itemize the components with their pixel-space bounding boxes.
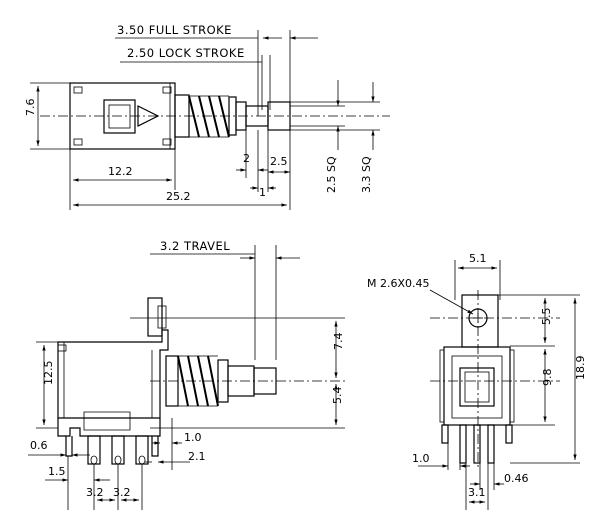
side-12-5-label: 12.5 <box>42 361 55 386</box>
end-3-1-label: 3.1 <box>468 486 486 499</box>
side-1-0-label: 1.0 <box>184 431 202 444</box>
height-7-6-label: 7.6 <box>24 99 37 117</box>
side-3-2a-label: 3.2 <box>86 486 104 499</box>
full-stroke-label: 3.50 FULL STROKE <box>117 23 232 37</box>
end-9-8-label: 9.8 <box>541 369 554 387</box>
top-button-square <box>103 99 136 134</box>
screw-size-label: M 2.6X0.45 <box>367 277 430 290</box>
lock-stroke-label: 2.50 LOCK STROKE <box>127 46 245 60</box>
spring-top <box>188 95 230 138</box>
end-plunger <box>459 367 495 407</box>
top-view: 3.50 FULL STROKE 2.50 LOCK STROKE 7.6 12… <box>24 23 390 210</box>
sq-3-3-label: 3.3 SQ <box>360 156 373 193</box>
side-2-1-label: 2.1 <box>188 450 206 463</box>
side-5-4-label: 5.4 <box>331 387 344 405</box>
dim-2-label: 2 <box>243 152 250 165</box>
width-12-2-label: 12.2 <box>108 165 133 178</box>
screw-tab <box>461 294 499 348</box>
end-18-9-label: 18.9 <box>574 356 587 381</box>
side-view: 3.2 TRAVEL <box>28 239 345 510</box>
side-3-2b-label: 3.2 <box>113 486 131 499</box>
width-25-2-label: 25.2 <box>166 190 191 203</box>
side-1-5-label: 1.5 <box>48 465 66 478</box>
side-0-6-label: 0.6 <box>30 439 48 452</box>
side-pins <box>65 435 159 465</box>
travel-label: 3.2 TRAVEL <box>160 239 230 253</box>
dim-2-5-label: 2.5 <box>270 155 288 168</box>
end-0-46-label: 0.46 <box>504 472 529 485</box>
sq-2-5-label: 2.5 SQ <box>325 156 338 193</box>
end-5-1-label: 5.1 <box>469 252 487 265</box>
end-view: M 2.6X0.45 5.1 5.5 9.8 18.9 1.0 3.1 0 <box>367 252 587 510</box>
end-5-5-label: 5.5 <box>540 308 553 326</box>
side-housing <box>57 329 169 419</box>
end-1-0-label: 1.0 <box>412 452 430 465</box>
dim-1-label: 1 <box>259 186 266 199</box>
side-7-4-label: 7.4 <box>332 333 345 351</box>
end-housing <box>443 346 511 426</box>
